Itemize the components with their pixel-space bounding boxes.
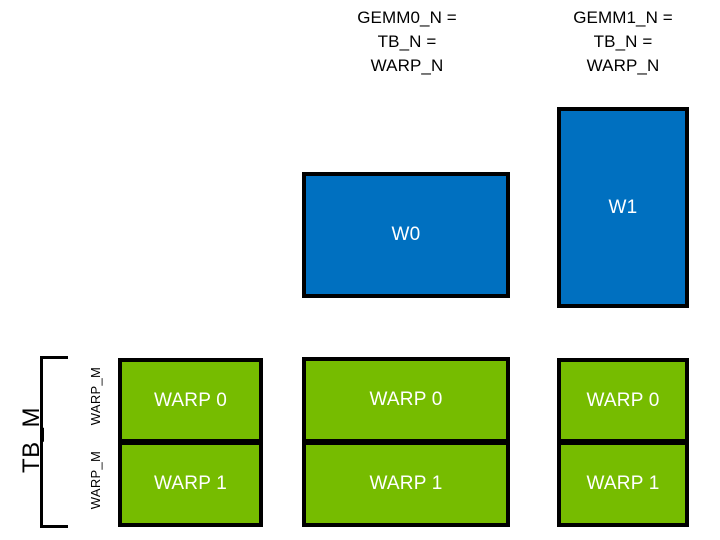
axis-label-warp-m-top: WARP_M — [88, 366, 103, 426]
column-header-gemm0: GEMM0_N = TB_N = WARP_N — [357, 8, 457, 75]
green-tile-col3-warp0: WARP 0 — [557, 358, 689, 443]
green-tile-col2-warp1: WARP 1 — [302, 441, 510, 527]
axis-label-warp-m-bottom: WARP_M — [88, 450, 103, 510]
blue-tile-w1: W1 — [557, 107, 689, 308]
axis-label-tb-m: TB_M — [18, 407, 45, 474]
blue-tile-w0: W0 — [302, 172, 510, 298]
tb-m-bracket — [40, 356, 68, 528]
column-header-gemm1: GEMM1_N = TB_N = WARP_N — [573, 8, 673, 75]
green-tile-col1-warp0: WARP 0 — [118, 358, 263, 443]
green-tile-col3-warp1: WARP 1 — [557, 441, 689, 527]
green-tile-col2-warp0: WARP 0 — [302, 357, 510, 443]
green-tile-col1-warp1: WARP 1 — [118, 441, 263, 527]
